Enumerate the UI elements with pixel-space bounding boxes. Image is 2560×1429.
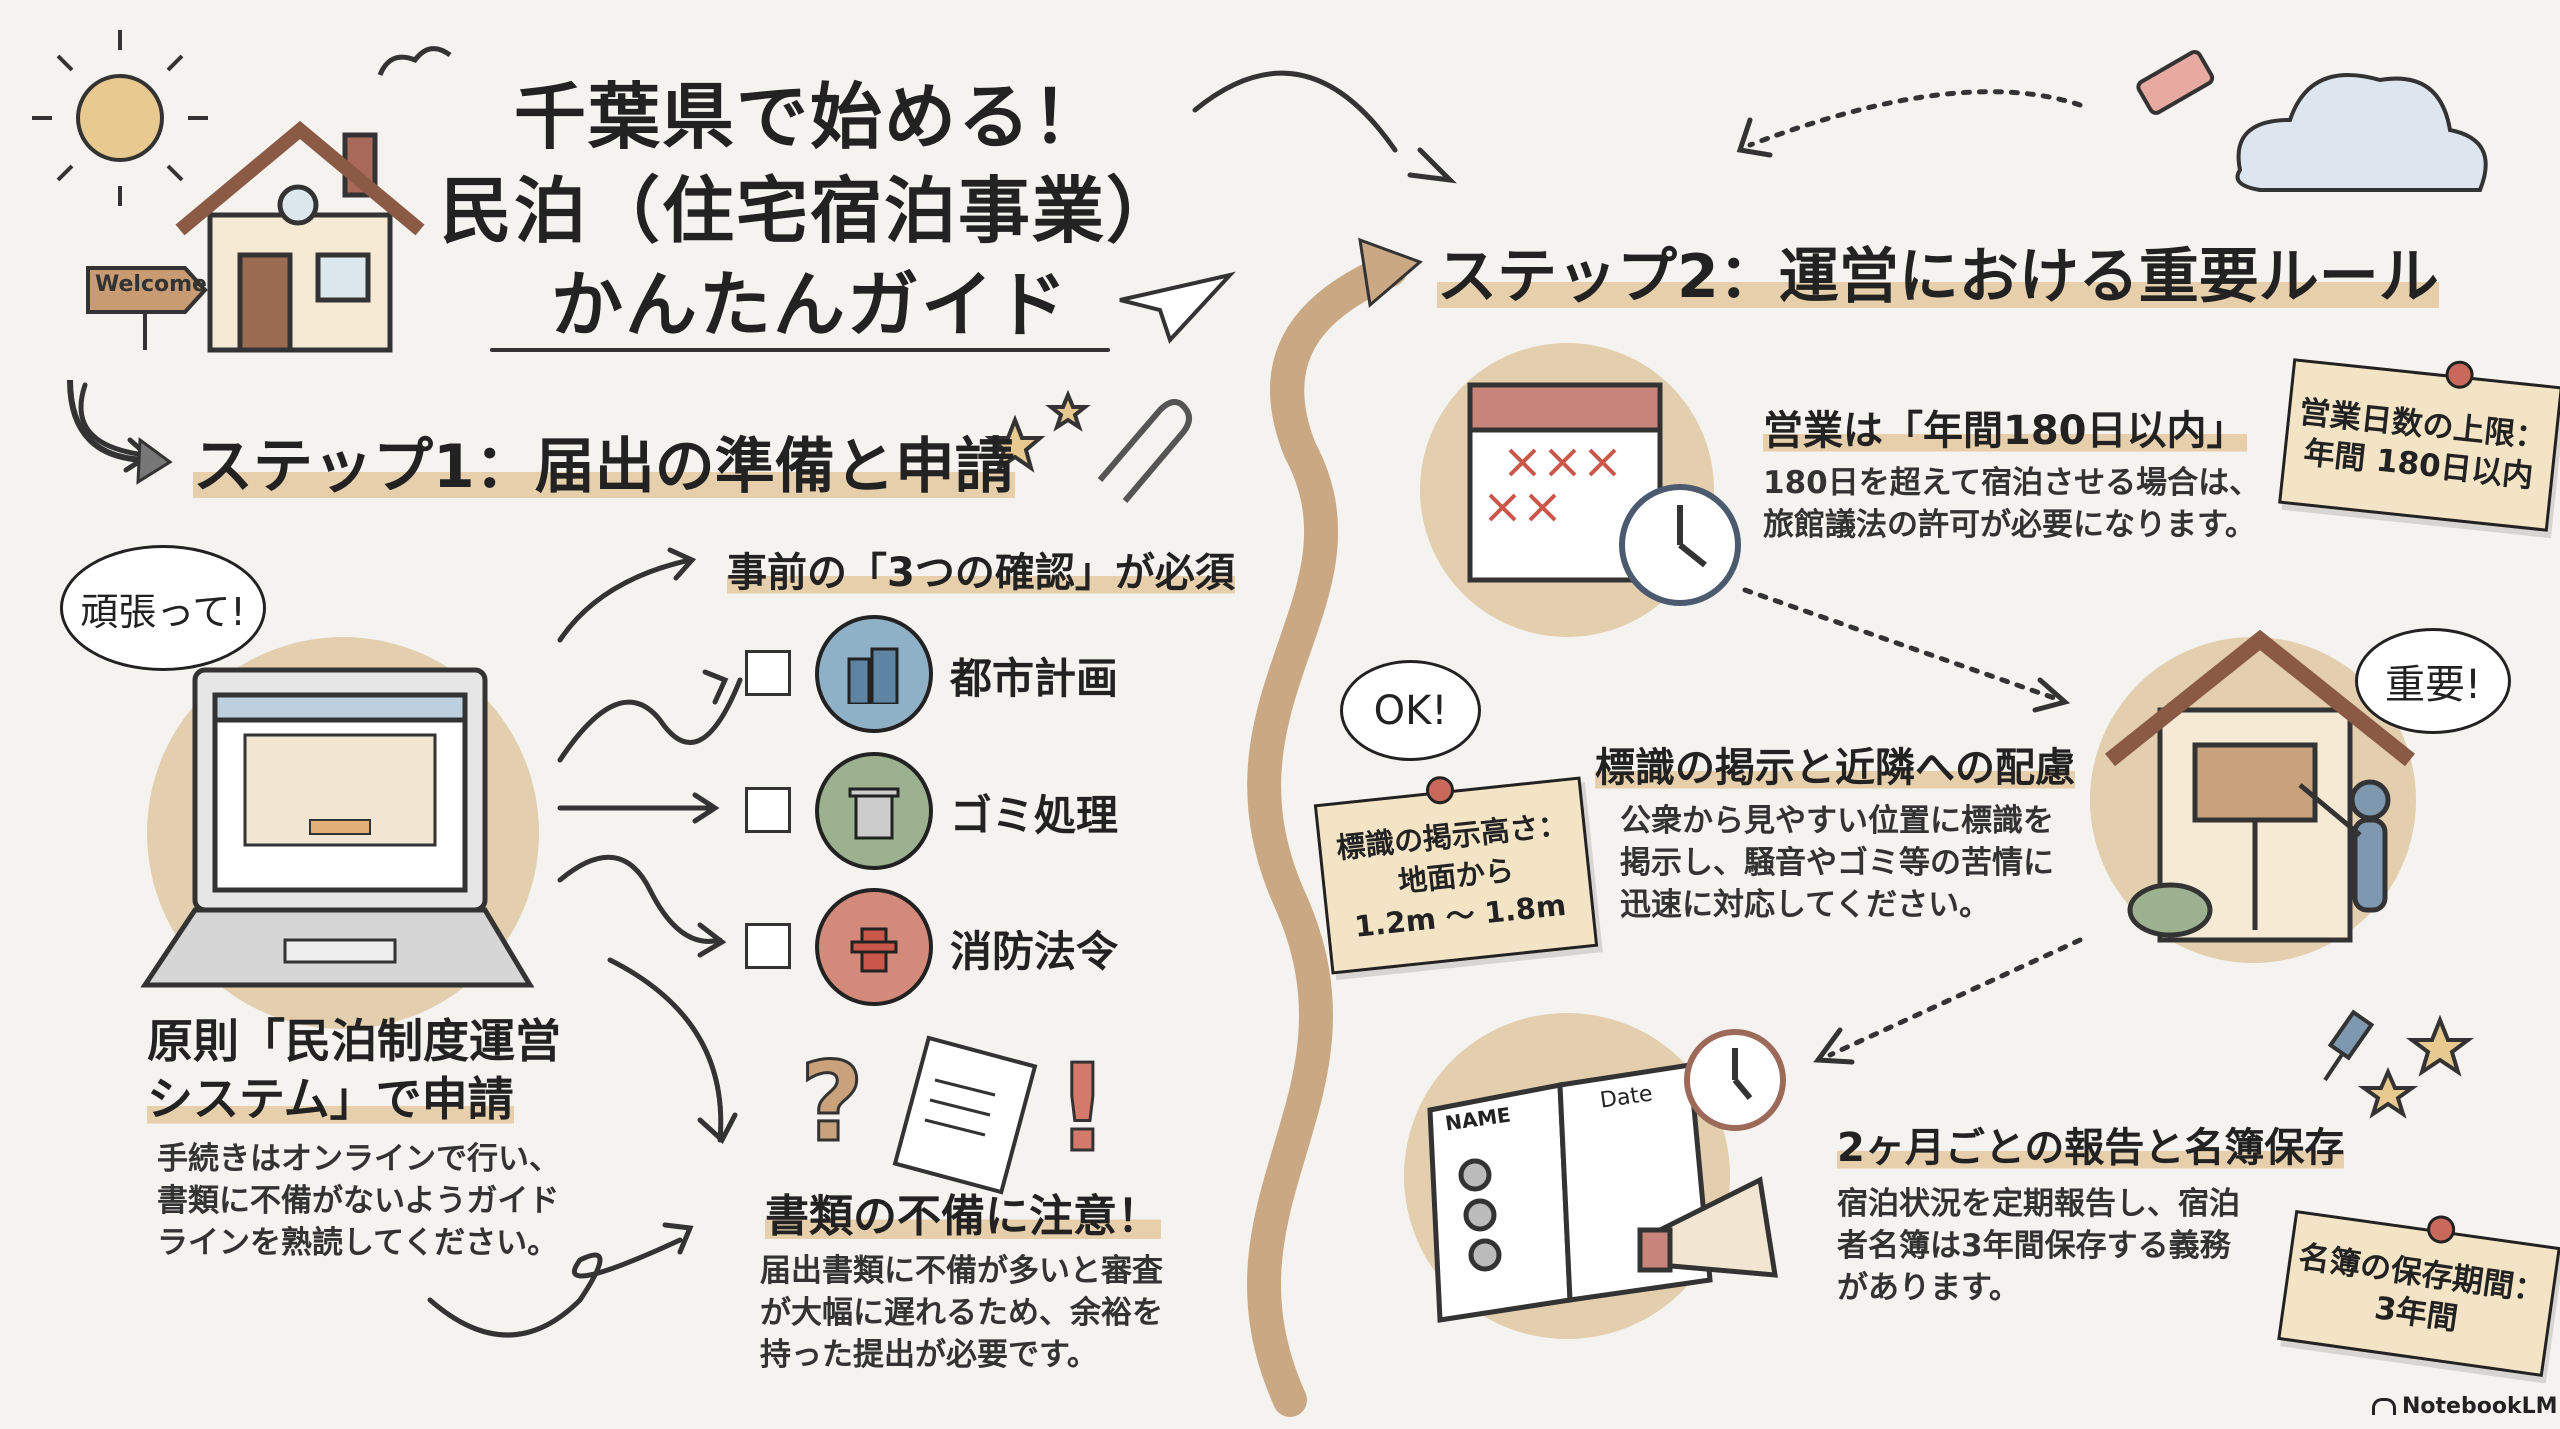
rule2-body: 公衆から見やすい位置に標識を 掲示し、騒音やゴミ等の苦情に 迅速に対応してくださ… xyxy=(1620,800,2054,926)
thumbtack-icon xyxy=(2323,1009,2375,1082)
principle-heading-line: システム」で申請 xyxy=(147,1070,514,1128)
rule3-heading: 2ヶ月ごとの報告と名簿保存 xyxy=(1837,1115,2345,1173)
welcome-sign-icon xyxy=(86,266,208,350)
body-line: 迅速に対応してください。 xyxy=(1620,887,1991,923)
paperclip-icon xyxy=(1097,399,1192,503)
notebooklm-watermark: NotebookLM xyxy=(2372,1394,2557,1419)
warning-heading: 書類の不備に注意！ xyxy=(765,1180,1161,1244)
paper-plane-icon xyxy=(1119,271,1236,344)
body-line: 手続きはオンラインで行い、 xyxy=(157,1141,560,1177)
check-label: 消防法令 xyxy=(950,927,1119,976)
step1-heading: ステップ1：届出の準備と申請 xyxy=(193,418,1015,505)
sticky-note-sign-height: 標識の掲示高さ： 地面から 1.2m ～ 1.8m xyxy=(1313,774,1599,975)
body-line: 180日を超えて宿泊させる場合は、 xyxy=(1763,465,2261,501)
clock-icon xyxy=(1619,484,1741,606)
sticky-note-business-days: 営業日数の上限： 年間 180日以内 xyxy=(2278,358,2560,532)
title-line-1: 千葉県で始める！ xyxy=(513,75,1106,159)
step2-heading: ステップ2：運営における重要ルール xyxy=(1437,228,2439,315)
watermark-text: NotebookLM xyxy=(2402,1394,2558,1419)
check-label: 都市計画 xyxy=(950,654,1119,703)
body-line: 書類に不備がないようガイド xyxy=(157,1183,560,1219)
check-label: ゴミ処理 xyxy=(950,791,1119,840)
title-arrow xyxy=(67,379,151,463)
body-line: 者名簿は3年間保存する義務 xyxy=(1837,1228,2231,1264)
exclamation-mark-icon: ! xyxy=(1055,1040,1110,1179)
checkbox[interactable] xyxy=(745,650,791,696)
body-line: 公衆から見やすい位置に標識を xyxy=(1620,803,2054,839)
title-underline xyxy=(490,348,1110,352)
sun-icon xyxy=(32,30,208,206)
megaphone-icon xyxy=(1637,1176,1778,1278)
body-line: 掲示し、騒音やゴミ等の苦情に xyxy=(1620,845,2054,881)
principle-heading-line: 原則「民泊制度運営 xyxy=(147,1014,561,1068)
documents-icon xyxy=(892,1035,1038,1195)
cloud-icon xyxy=(2235,73,2488,192)
house-sign-icon xyxy=(2105,629,2415,943)
trash-can-icon xyxy=(815,752,933,870)
important-bubble: 重要! xyxy=(2355,628,2511,734)
checkbox[interactable] xyxy=(745,787,791,833)
body-line: 届出書類に不備が多いと審査 xyxy=(760,1253,1163,1289)
title-line-2: 民泊（住宅宿泊事業） xyxy=(439,169,1180,253)
page-title: 千葉県で始める！ 民泊（住宅宿泊事業） かんたんガイド xyxy=(410,70,1210,352)
guest-register-book-icon xyxy=(1427,1062,1713,1323)
encouragement-bubble: 頑張って! xyxy=(60,545,266,671)
laptop-icon xyxy=(140,667,535,988)
body-line: 持った提出が必要です。 xyxy=(760,1337,1098,1373)
body-line: ラインを熟読してください。 xyxy=(157,1225,559,1261)
clock-icon-2 xyxy=(1684,1029,1786,1131)
rule2-heading: 標識の掲示と近隣への配慮 xyxy=(1595,735,2075,793)
eraser-icon xyxy=(2136,49,2215,115)
notebooklm-logo-icon xyxy=(2372,1398,2396,1415)
house-icon xyxy=(175,46,452,353)
big-arrow-head xyxy=(1358,237,1423,308)
body-line: 旅館議法の許可が必要になります。 xyxy=(1763,507,2256,543)
big-wavy-arrow xyxy=(1247,253,1407,1417)
checks-heading: 事前の「3つの確認」が必須 xyxy=(727,540,1235,598)
buildings-icon xyxy=(815,615,933,733)
body-line: 宿泊状況を定期報告し、宿泊 xyxy=(1837,1186,2240,1222)
title-line-3: かんたんガイド xyxy=(550,263,1069,347)
question-mark-icon: ? xyxy=(800,1038,864,1166)
rule1-body: 180日を超えて宿泊させる場合は、 旅館議法の許可が必要になります。 xyxy=(1763,462,2260,546)
ok-bubble: OK! xyxy=(1340,660,1481,761)
rule1-heading: 営業は「年間180日以内」 xyxy=(1763,398,2247,456)
body-line: があります。 xyxy=(1837,1270,2020,1306)
rule3-body: 宿泊状況を定期報告し、宿泊 者名簿は3年間保存する義務 があります。 xyxy=(1837,1183,2240,1309)
fire-hydrant-icon xyxy=(815,888,933,1006)
warning-body: 届出書類に不備が多いと審査 が大幅に遅れるため、余裕を 持った提出が必要です。 xyxy=(760,1250,1163,1376)
checkbox[interactable] xyxy=(745,923,791,969)
body-line: が大幅に遅れるため、余裕を xyxy=(760,1295,1163,1331)
doodle-arrows xyxy=(78,70,2083,1338)
principle-heading: 原則「民泊制度運営 システム」で申請 xyxy=(147,1012,561,1128)
welcome-sign-text: Welcome xyxy=(95,272,207,297)
principle-body: 手続きはオンラインで行い、 書類に不備がないようガイド ラインを熟読してください… xyxy=(157,1138,560,1264)
